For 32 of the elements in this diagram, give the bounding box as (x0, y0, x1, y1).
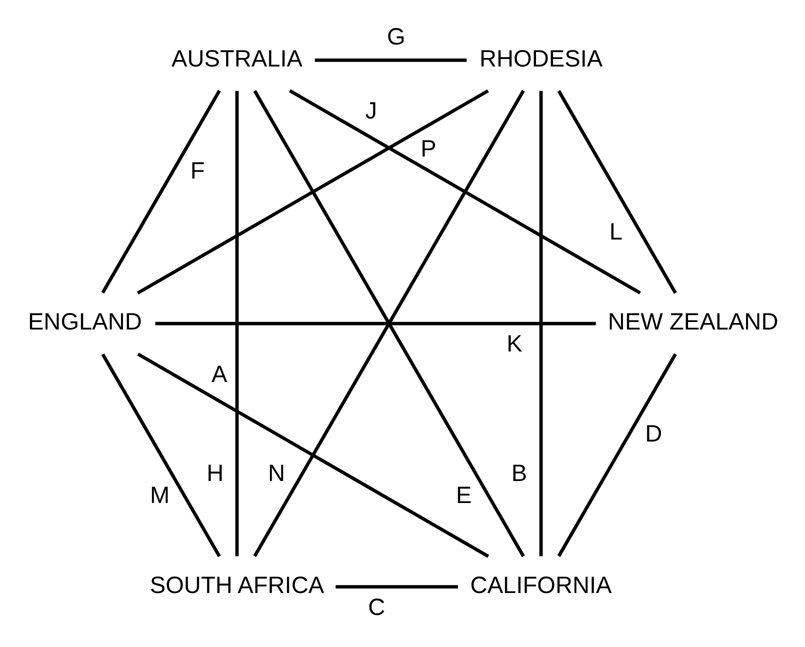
edge-label: F (190, 157, 205, 184)
node-text: RHODESIA (479, 45, 603, 72)
node-text: NEW ZEALAND (608, 308, 778, 335)
connector (557, 90, 677, 294)
node-text: ENGLAND (28, 308, 142, 335)
connector (101, 90, 221, 294)
connector (101, 353, 221, 558)
connector (136, 89, 489, 294)
edge-label: B (511, 460, 528, 486)
connector (557, 353, 677, 557)
connector (314, 58, 467, 62)
edge-label: N (268, 460, 286, 486)
edge-label: A (211, 361, 228, 388)
connector (155, 322, 596, 326)
node-text: SOUTH AFRICA (150, 572, 324, 598)
edge-label: J (365, 98, 378, 124)
edge-label: G (387, 24, 406, 50)
edge-label: M (150, 482, 170, 508)
connector (288, 89, 641, 294)
edge-label: L (609, 218, 622, 245)
node-text: AUSTRALIA (171, 45, 303, 72)
edge-label: P (420, 136, 436, 162)
edge-label: H (206, 460, 224, 486)
edge-label: E (456, 482, 472, 508)
connector (539, 90, 543, 556)
connector (235, 90, 239, 556)
edge-label: K (506, 330, 522, 357)
connector (137, 352, 490, 558)
connector (336, 585, 458, 588)
node-text: CALIFORNIA (470, 572, 612, 598)
edge-label: D (645, 420, 662, 447)
edge-label: C (368, 594, 386, 620)
